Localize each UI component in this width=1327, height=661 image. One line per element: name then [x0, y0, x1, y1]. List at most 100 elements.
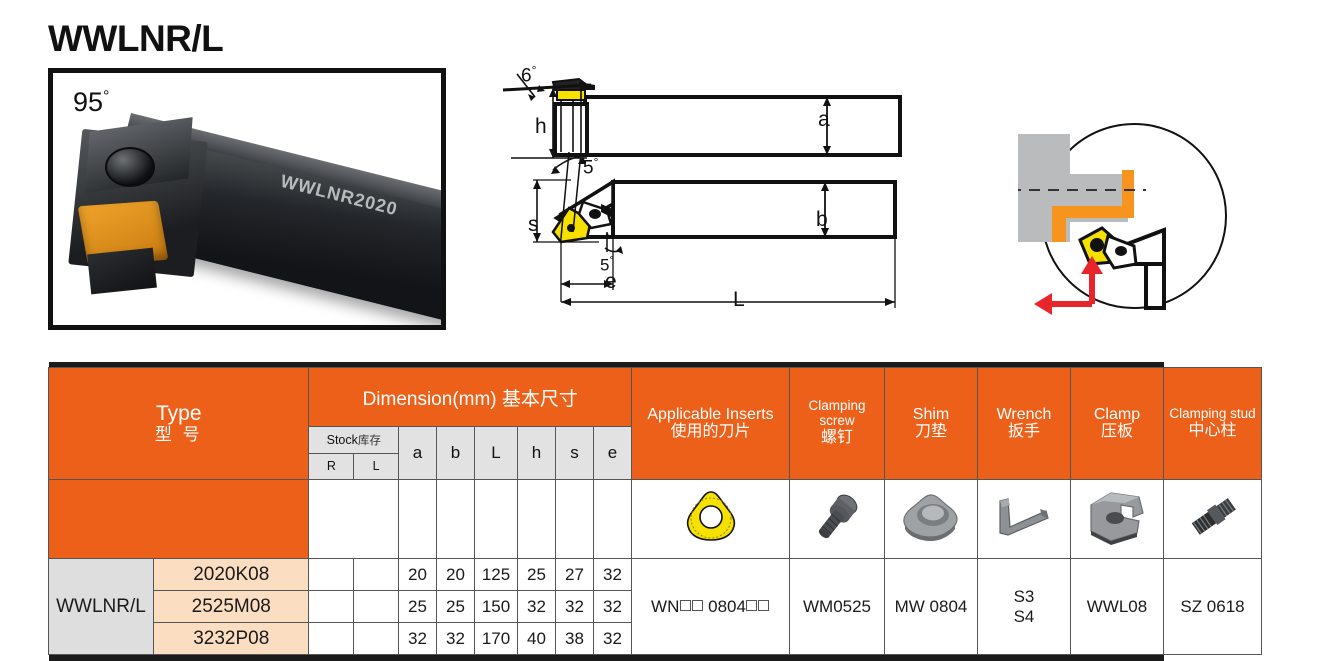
stock-r[interactable] [309, 559, 354, 591]
type-icon-spacer [49, 480, 309, 559]
insert-icon-cell [632, 480, 790, 559]
header-shim-cn: 刀垫 [885, 423, 977, 441]
dim-e-spacer [594, 480, 632, 559]
header-screw-en: Clamping screw [790, 399, 884, 429]
workpiece [1018, 134, 1128, 242]
header-dim-e: e [594, 427, 632, 480]
dim-L: 125 [475, 559, 518, 591]
photo-insert-seat [87, 248, 157, 295]
dim-L-spacer [475, 480, 518, 559]
dim-a-spacer [399, 480, 437, 559]
type-code[interactable]: 2525M08 [154, 591, 309, 623]
wrench-icon-cell [978, 480, 1071, 559]
header-inserts-en: Applicable Inserts [632, 406, 789, 424]
clamping-stud-icon [1178, 488, 1248, 546]
stock-l[interactable] [354, 591, 399, 623]
header-wrench-cn: 扳手 [978, 423, 1070, 441]
L-label: L [733, 288, 745, 312]
clamping-screw-icon [806, 486, 868, 548]
side-head-block [555, 104, 587, 155]
stock-l[interactable] [354, 559, 399, 591]
header-stock-l: L [354, 454, 398, 479]
side-shank-outline [585, 97, 900, 155]
header-dim-s: s [556, 427, 594, 480]
shim-code: MW 0804 [885, 559, 978, 655]
specification-table: Type 型 号 Dimension(mm) 基本尺寸 Applicable I… [48, 362, 1262, 661]
clamp-code: WWL08 [1071, 559, 1164, 655]
insert-code-box-1 [680, 600, 691, 611]
rake-angle-label: 6° [521, 63, 536, 87]
header-clamp-en: Clamp [1071, 406, 1163, 424]
technical-drawing [495, 52, 925, 322]
insert-code-box-2 [692, 600, 703, 611]
header-stock: Stock库存 R L [309, 427, 399, 480]
stud-icon-cell [1164, 480, 1262, 559]
clamp-icon-cell [1071, 480, 1164, 559]
dim-s: 27 [556, 559, 594, 591]
stud-code: SZ 0618 [1164, 559, 1262, 655]
photo-image: WWLNR2020 95° [53, 73, 441, 325]
lead-angle-top-label: 5° [583, 155, 598, 179]
header-dim-h: h [518, 427, 556, 480]
header-stock-r: R [309, 454, 354, 479]
type-code[interactable]: 2020K08 [154, 559, 309, 591]
header-clamp-cn: 压板 [1071, 423, 1163, 441]
header-shim: Shim 刀垫 [885, 368, 978, 480]
tool-body [1122, 230, 1164, 308]
table-bottom-bar [49, 655, 1262, 661]
header-wrench: Wrench 扳手 [978, 368, 1071, 480]
screw-code: WM0525 [790, 559, 885, 655]
trigon-insert-icon [680, 486, 742, 548]
insert-code-box-4 [758, 600, 769, 611]
dim-h: 32 [518, 591, 556, 623]
header-type-cn: 型 号 [49, 425, 308, 445]
header-stock-cn: 库存 [358, 435, 381, 447]
type-prefix: WWLNR/L [49, 559, 154, 655]
dim-s-spacer [556, 480, 594, 559]
dim-h-spacer [518, 480, 556, 559]
h-label: h [535, 115, 547, 139]
wrench-code-1: S3 [978, 587, 1070, 607]
header-dimension: Dimension(mm) 基本尺寸 [309, 368, 632, 427]
clamp-icon [1081, 487, 1153, 547]
header-applicable-inserts: Applicable Inserts 使用的刀片 [632, 368, 790, 480]
dim-h: 25 [518, 559, 556, 591]
header-inserts-cn: 使用的刀片 [632, 423, 789, 441]
dim-e: 32 [594, 559, 632, 591]
hex-wrench-icon [988, 489, 1060, 545]
insert-code: WN 0804 [632, 559, 790, 655]
page-title: WWLNR/L [48, 18, 223, 60]
photo-angle-label: 95° [73, 87, 109, 118]
stock-icon-spacer [309, 480, 399, 559]
b-label: b [816, 208, 828, 232]
header-type: Type 型 号 [49, 368, 309, 480]
dim-b: 25 [437, 591, 475, 623]
header-stud-en: Clamping stud [1164, 407, 1261, 422]
a-label: a [818, 108, 830, 132]
dim-L: 150 [475, 591, 518, 623]
table-header-row-1: Type 型 号 Dimension(mm) 基本尺寸 Applicable I… [49, 368, 1262, 427]
e-label: e [605, 270, 617, 294]
header-clamp: Clamp 压板 [1071, 368, 1164, 480]
header-shim-en: Shim [885, 406, 977, 424]
shim-icon-cell [885, 480, 978, 559]
application-diagram [1018, 118, 1268, 322]
header-clamping-screw: Clamping screw 螺钉 [790, 368, 885, 480]
insert-code-box-3 [746, 600, 757, 611]
shim-icon [899, 489, 963, 545]
header-dim-b: b [437, 427, 475, 480]
table-row[interactable]: WWLNR/L 2020K08 20 20 125 25 27 32 WN 08… [49, 559, 1262, 591]
dim-a: 25 [399, 591, 437, 623]
header-stud-cn: 中心柱 [1164, 422, 1261, 440]
dim-s: 32 [556, 591, 594, 623]
table-icon-row [49, 480, 1262, 559]
dim-e: 32 [594, 591, 632, 623]
header-type-en: Type [49, 402, 308, 425]
header-screw-cn: 螺钉 [790, 429, 884, 447]
header-wrench-en: Wrench [978, 406, 1070, 424]
dim-b-spacer [437, 480, 475, 559]
wrench-code-2: S4 [978, 607, 1070, 627]
dim-a: 20 [399, 559, 437, 591]
stock-r[interactable] [309, 591, 354, 623]
header-stock-en: Stock [327, 433, 358, 447]
